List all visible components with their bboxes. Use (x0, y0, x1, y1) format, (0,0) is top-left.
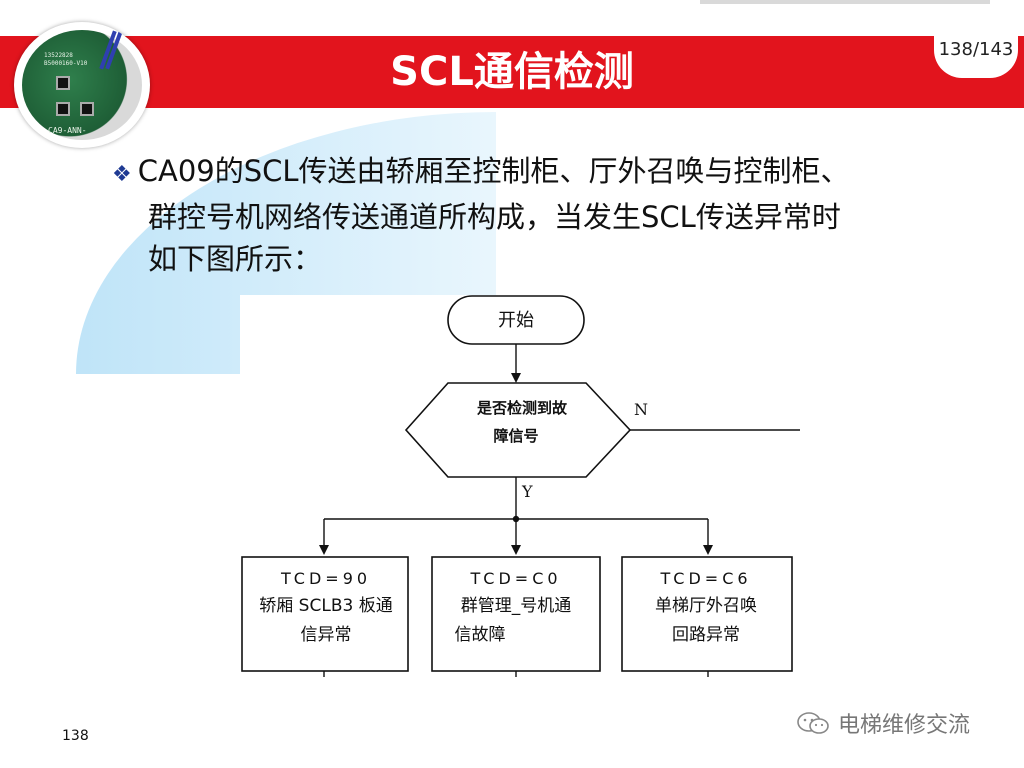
arrow-head (511, 545, 521, 555)
arrow-head (511, 373, 521, 383)
pcb-button (80, 102, 94, 116)
arrow-head (703, 545, 713, 555)
pcb-button (56, 102, 70, 116)
box-text: 信故障 (455, 625, 506, 645)
pcb-label: B5000160-V10 (44, 60, 88, 67)
diamond-bullet-icon: ❖ (112, 162, 132, 187)
logo: 13522828 B5000160-V10 CA9-ANN- (14, 22, 150, 148)
result-box-1 (241, 556, 409, 672)
result-box-3 (621, 556, 793, 672)
box-text: 单梯厅外召唤 (655, 596, 757, 616)
page-indicator: 138/143 (934, 22, 1018, 78)
flowchart: 开始 是否检测到故 障信号 N Y TCD=90 轿厢 SCLB3 板通 信异常… (240, 295, 800, 677)
pcb-label: 13522828 (44, 52, 73, 59)
no-label: N (634, 400, 648, 419)
yes-label: Y (521, 482, 533, 501)
pcb-label: CA9-ANN- (48, 126, 87, 135)
box-text: 群管理_号机通 (461, 596, 572, 616)
decision-label: 是否检测到故 (476, 399, 568, 417)
tcd-code: TCD=90 (280, 569, 371, 588)
arrow-head (319, 545, 329, 555)
bullet-line: 群控号机网络传送通道所构成，当发生SCL传送异常时 (148, 200, 841, 234)
page-number: 138 (62, 728, 89, 744)
box-text: 轿厢 SCLB3 板通 (259, 596, 392, 616)
tcd-code: TCD=C6 (659, 569, 751, 588)
pcb-image: 13522828 B5000160-V10 CA9-ANN- (22, 30, 142, 140)
watermark: 电梯维修交流 (796, 708, 970, 738)
tcd-code: TCD=C0 (469, 569, 561, 588)
top-shadow (700, 0, 990, 4)
pcb-button (56, 76, 70, 90)
title-bar (0, 36, 1024, 108)
box-text: 信异常 (301, 625, 352, 645)
decision-label: 障信号 (493, 427, 538, 445)
box-text: 回路异常 (672, 625, 740, 645)
flowchart-svg: 开始 是否检测到故 障信号 N Y TCD=90 轿厢 SCLB3 板通 信异常… (241, 295, 800, 677)
start-label: 开始 (498, 310, 534, 331)
bullet-paragraph: ❖CA09的SCL传送由轿厢至控制柜、厅外召唤与控制柜、 群控号机网络传送通道所… (112, 150, 972, 280)
bullet-line: CA09的SCL传送由轿厢至控制柜、厅外召唤与控制柜、 (137, 154, 850, 188)
watermark-text: 电梯维修交流 (838, 713, 971, 738)
wechat-icon (797, 712, 829, 734)
slide-title: SCL通信检测 (390, 49, 634, 95)
bullet-line: 如下图所示： (148, 242, 323, 276)
